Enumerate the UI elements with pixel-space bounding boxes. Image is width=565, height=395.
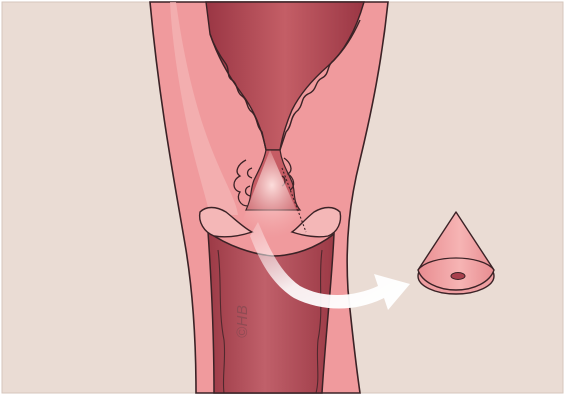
excised-cone-canal-hole — [451, 273, 465, 280]
copyright-mark: ©HB — [234, 305, 251, 338]
